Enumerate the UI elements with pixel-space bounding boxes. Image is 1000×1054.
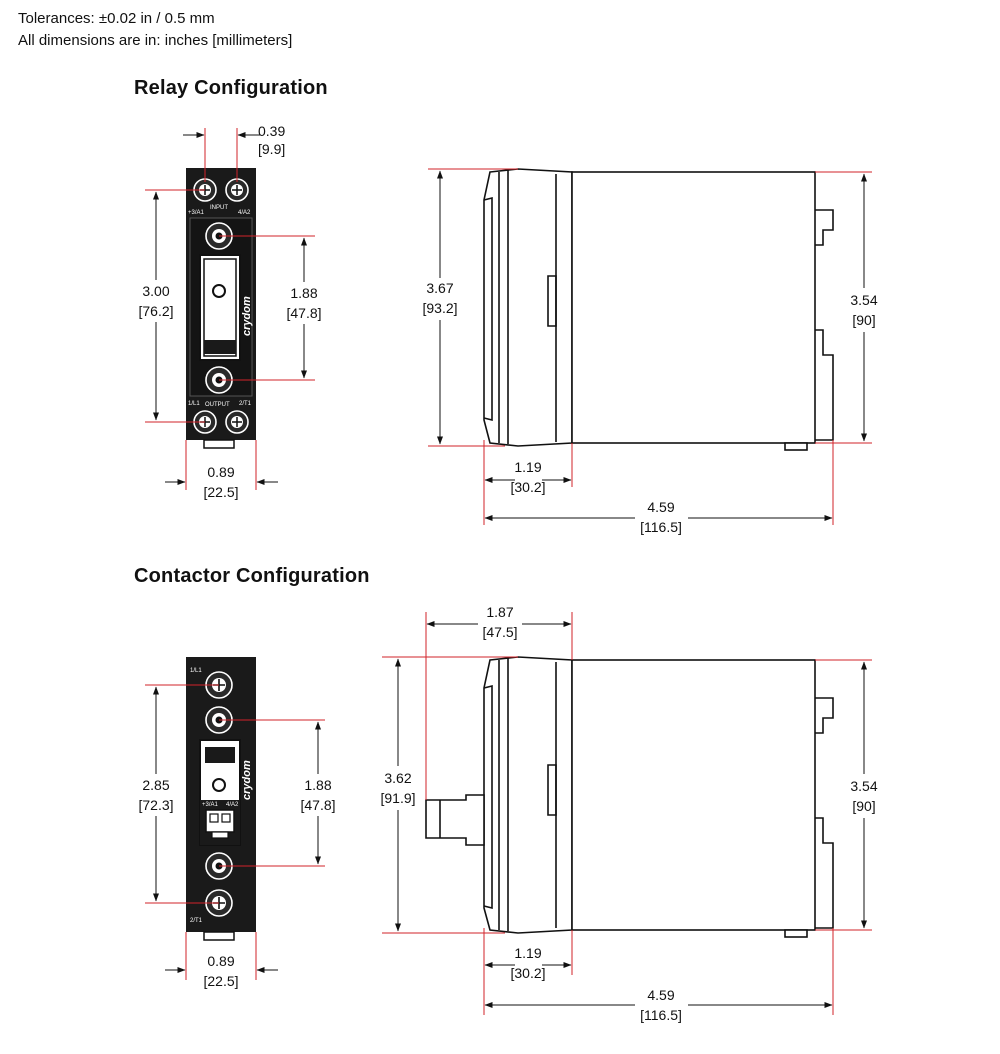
contactor-total-depth-in: 4.59 (647, 987, 674, 1003)
contactor-total-height-in: 3.62 (384, 770, 411, 786)
contactor-body-height-in: 3.54 (850, 778, 877, 794)
relay-terminal-height-in: 3.00 (142, 283, 169, 299)
relay-label-a1: +3/A1 (188, 210, 205, 216)
relay-front-depth-mm: [30.2] (510, 479, 545, 495)
contactor-label-a1: +3/A1 (202, 802, 219, 808)
contactor-front-dimension-arrows (153, 686, 321, 973)
relay-width-in: 0.89 (207, 464, 234, 480)
relay-front-view: +3/A1 INPUT 4/A2 crydom 1/L1 OUTPUT 2/T1 (186, 168, 256, 449)
relay-input-terminal-right (225, 178, 249, 202)
relay-mount-spacing-mm: [47.8] (286, 305, 321, 321)
relay-label-a2: 4/A2 (238, 210, 251, 216)
contactor-body-height-mm: [90] (852, 798, 875, 814)
relay-label-input: INPUT (210, 205, 228, 211)
relay-body-height-mm: [90] (852, 312, 875, 328)
relay-label-output: OUTPUT (205, 402, 230, 408)
contactor-label-a2: 4/A2 (226, 802, 239, 808)
relay-front-extension-lines (145, 128, 315, 490)
contactor-protrusion-depth-in: 1.87 (486, 604, 513, 620)
contactor-front-depth-in: 1.19 (514, 945, 541, 961)
relay-width-mm: [22.5] (203, 484, 238, 500)
relay-label-t1: 2/T1 (239, 401, 252, 407)
tolerances-note: Tolerances: ±0.02 in / 0.5 mm (18, 10, 215, 27)
contactor-label-top: 1/L1 (190, 668, 202, 674)
contactor-front-view: 1/L1 +3/A1 4/A2 crydom 2/T1 (186, 657, 256, 941)
relay-section-title: Relay Configuration (134, 77, 328, 99)
contactor-protrusion-depth-mm: [47.5] (482, 624, 517, 640)
contactor-label-bottom: 2/T1 (190, 918, 203, 924)
contactor-brand-logo: crydom (241, 760, 253, 800)
relay-total-height-in: 3.67 (426, 280, 453, 296)
contactor-total-depth-mm: [116.5] (640, 1007, 682, 1023)
relay-front-dimension-arrows (153, 132, 307, 485)
contactor-terminal-height-in: 2.85 (142, 777, 169, 793)
relay-body-height-in: 3.54 (850, 292, 877, 308)
contactor-width-mm: [22.5] (203, 973, 238, 989)
relay-side-view (483, 168, 834, 451)
contactor-side-view (425, 656, 834, 938)
relay-output-terminal-right (225, 410, 249, 434)
contactor-side-dimension-arrows (395, 621, 867, 1008)
contactor-front-extension-lines (145, 684, 325, 980)
contactor-mount-spacing-mm: [47.8] (300, 797, 335, 813)
contactor-mount-spacing-in: 1.88 (304, 777, 331, 793)
relay-terminal-spacing-mm: [9.9] (258, 141, 285, 157)
relay-side-dimension-arrows (437, 170, 867, 521)
contactor-side-extension-lines (382, 612, 872, 1015)
relay-side-extension-lines (428, 168, 872, 525)
relay-total-height-mm: [93.2] (422, 300, 457, 316)
contactor-section-title: Contactor Configuration (134, 565, 370, 587)
relay-front-depth-in: 1.19 (514, 459, 541, 475)
relay-terminal-spacing-in: 0.39 (258, 123, 285, 139)
units-note: All dimensions are in: inches [millimete… (18, 32, 293, 49)
contactor-total-height-mm: [91.9] (380, 790, 415, 806)
contactor-terminal-height-mm: [72.3] (138, 797, 173, 813)
relay-total-depth-mm: [116.5] (640, 519, 682, 535)
relay-mount-spacing-in: 1.88 (290, 285, 317, 301)
relay-total-depth-in: 4.59 (647, 499, 674, 515)
contactor-front-depth-mm: [30.2] (510, 965, 545, 981)
relay-terminal-height-mm: [76.2] (138, 303, 173, 319)
relay-brand-logo: crydom (241, 296, 253, 336)
relay-label-l1: 1/L1 (188, 401, 200, 407)
contactor-width-in: 0.89 (207, 953, 234, 969)
